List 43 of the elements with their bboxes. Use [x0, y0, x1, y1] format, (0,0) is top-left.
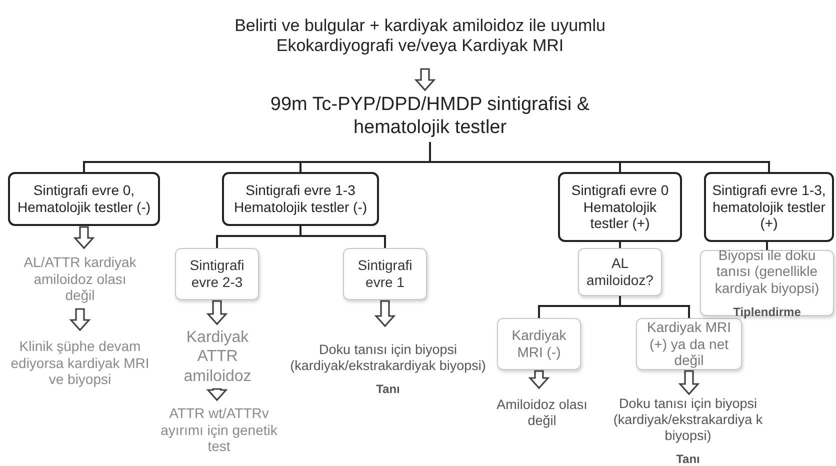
step-text: Biyopsi ile doku tanısı (genellikle kardiyak biyopsi) [714, 246, 820, 297]
step-text: 99m Tc-PYP/DPD/HMDP sintigrafisi & hematolojik testler [269, 94, 591, 140]
step-text: Amiloidoz olası değil [496, 396, 588, 430]
block-arrow [528, 370, 550, 390]
step-text: Sintigrafi evre 0, Hematolojik testler (-) [16, 182, 152, 216]
result-label: Tanı [676, 452, 700, 466]
step-text: AL/ATTR kardiyak amiloidoz olası değil [22, 254, 138, 304]
block-arrow [73, 226, 95, 250]
connector-line [619, 242, 621, 248]
process-box [175, 248, 259, 300]
step-text: Kardiyak MRI (+) ya da net değil [646, 318, 732, 370]
step-text: Sintigrafi evre 1-3, hematolojik testler (+) [711, 182, 827, 232]
step-text: Doku tanısı için biyopsi (kardiyak/ekstrakardiyak biyopsi) [290, 342, 486, 374]
process-box [558, 172, 682, 242]
process-box [578, 248, 662, 296]
step-text: ATTR wt/ATTRv ayırımı için genetik test [160, 404, 278, 456]
process-box [343, 248, 427, 300]
block-arrow [374, 300, 396, 328]
connector-line [766, 242, 768, 250]
block-arrow [678, 370, 700, 396]
result-label: Tanı [376, 382, 400, 396]
step-text: Klinik şüphe devam ediyorsa kardiyak MRI ve biyopsi [10, 338, 150, 388]
connector-line [300, 226, 386, 248]
step-text: AL amiloidoz? [586, 255, 654, 289]
step-text: Kardiyak MRI (-) [510, 327, 568, 361]
step-text: Sintigrafi evre 1-3 Hematolojik testler (-) [232, 182, 368, 216]
connector-line [429, 142, 770, 172]
block-arrow [414, 68, 436, 92]
step-text: Sintigrafi evre 1 [356, 257, 414, 291]
step-text: Sintigrafi evre 0 Hematolojik testler (+) [570, 182, 670, 232]
step-text: Kardiyak ATTR amiloidoz [182, 328, 252, 386]
block-arrow [206, 388, 228, 402]
block-arrow [206, 300, 228, 326]
step-text: Sintigrafi evre 2-3 [188, 257, 246, 291]
step-text: Doku tanısı için biyopsi (kardiyak/ekstrakardiya k biyopsi) [612, 396, 764, 444]
process-box [8, 172, 160, 226]
block-arrow [69, 308, 91, 332]
result-label: Tiplendirme [733, 305, 801, 320]
process-box [636, 318, 742, 370]
process-box [497, 318, 581, 370]
step-text: Belirti ve bulgular + kardiyak amiloidoz ile uyumlu Ekokardiyografi ve/veya Kardiyak MRI [234, 16, 606, 56]
process-box [222, 172, 379, 226]
process-box [704, 172, 834, 242]
